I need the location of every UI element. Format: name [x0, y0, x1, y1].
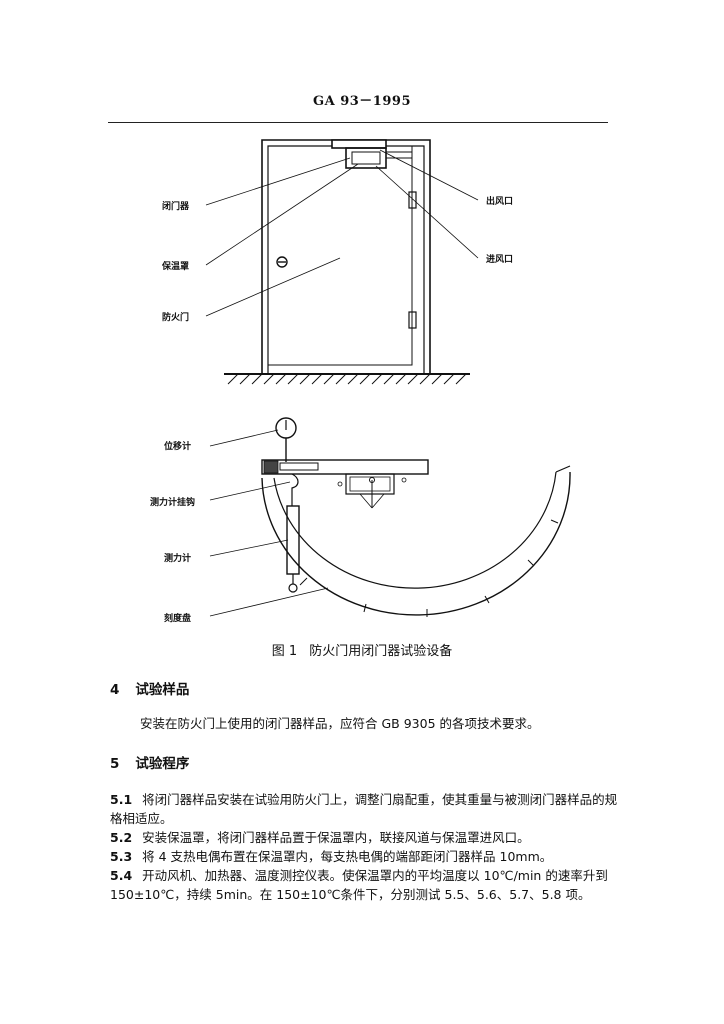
label-dynamometer-hook: 测力计挂钩: [150, 496, 195, 508]
door-hinge-upper: [408, 191, 417, 209]
document-header-id: GA 93－1995: [313, 94, 411, 109]
door-closer-body: [331, 139, 387, 149]
test-apparatus-figure: 闭门器 保温罩 防火门 出风口 进风口: [150, 139, 571, 624]
closer-plan: [279, 462, 319, 471]
ground-hatching: [227, 373, 467, 385]
hinge-block: [263, 460, 279, 474]
door-leaf-plan: [261, 459, 429, 475]
section-4-body: 安装在防火门上使用的闭门器样品，应符合 GB 9305 的各项技术要求。: [140, 716, 540, 731]
section-number: 5: [110, 756, 120, 772]
plan-view-drawing: [209, 417, 571, 617]
label-fire-door: 防火门: [162, 311, 189, 323]
clause-number: 5.3: [110, 849, 133, 864]
clause-text: 开动风机、加热器、温度测控仪表。使保温罩内的平均温度以 10℃/min 的速率升…: [110, 868, 608, 902]
door-leaf: [268, 146, 413, 366]
section-number: 4: [110, 682, 120, 698]
label-air-outlet: 出风口: [486, 195, 513, 207]
section-title: 试验程序: [135, 756, 190, 772]
label-air-inlet: 进风口: [486, 253, 513, 265]
clause-5-2: 5.2 安装保温罩，将闭门器样品置于保温罩内，联接风道与保温罩进风口。: [110, 828, 618, 847]
clause-number: 5.4: [110, 868, 133, 883]
section-5-heading: 5 试验程序: [110, 752, 189, 772]
figure-caption: 图 1 防火门用闭门器试验设备: [0, 640, 724, 659]
label-displacement-meter: 位移计: [164, 440, 191, 452]
label-dynamometer: 测力计: [164, 552, 191, 564]
door-hinge-lower: [408, 311, 417, 329]
label-dial: 刻度盘: [164, 612, 191, 624]
figure-caption-number: 图 1: [271, 644, 298, 659]
clause-text: 安装保温罩，将闭门器样品置于保温罩内，联接风道与保温罩进风口。: [142, 830, 530, 845]
dial-inner-arc: [273, 471, 557, 589]
dial-outer-arc: [261, 471, 571, 616]
door-frame-inner: [267, 145, 425, 374]
clause-text: 将 4 支热电偶布置在保温罩内，每支热电偶的端部距闭门器样品 10mm。: [142, 849, 553, 864]
figure-caption-text: 防火门用闭门器试验设备: [309, 644, 453, 659]
label-insulation-hood: 保温罩: [161, 260, 189, 272]
door-frame-outer: [261, 139, 431, 374]
clause-text: 将闭门器样品安装在试验用防火门上，调整门扇配重，使其重量与被测闭门器样品的规格相…: [110, 792, 618, 826]
clause-number: 5.2: [110, 830, 133, 845]
clause-number: 5.1: [110, 792, 133, 807]
dynamometer-hook: [291, 473, 299, 506]
header-rule: [108, 122, 608, 123]
label-closer: 闭门器: [162, 200, 190, 212]
section-4-heading: 4 试验样品: [110, 678, 189, 698]
door-handle-icon: [276, 256, 288, 268]
section-title: 试验样品: [135, 682, 190, 698]
door-elevation-drawing: [205, 139, 479, 385]
clause-5-3: 5.3 将 4 支热电偶布置在保温罩内，每支热电偶的端部距闭门器样品 10mm。: [110, 847, 618, 866]
